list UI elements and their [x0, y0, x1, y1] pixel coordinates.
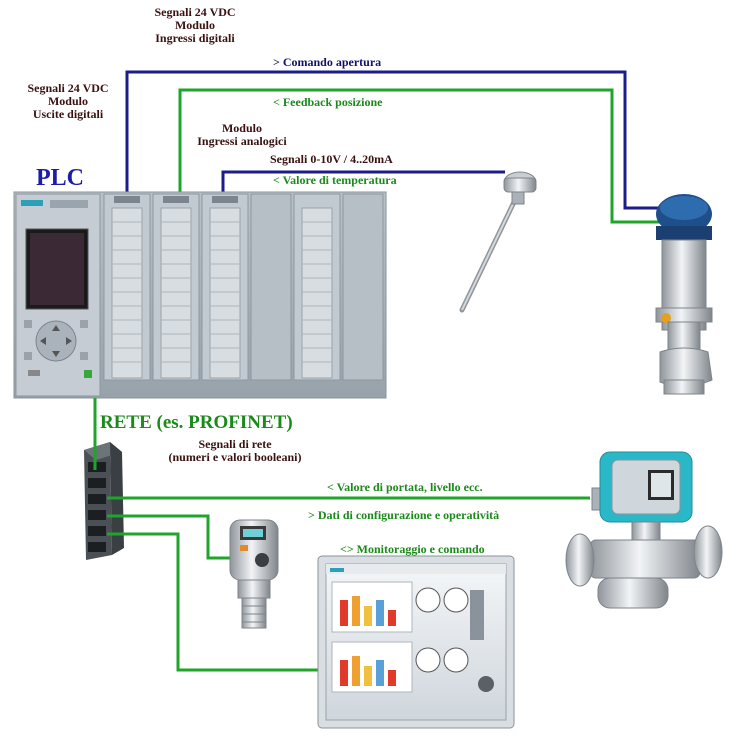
digital-outputs-name-label: Uscite digitali [32, 107, 104, 121]
temperature-value-label: < Valore di temperatura [273, 173, 397, 187]
digital-inputs-name-label: Ingressi digitali [155, 31, 235, 45]
analog-inputs-name-label: Ingressi analogici [197, 134, 287, 148]
plc-rack [13, 191, 387, 399]
wire-command-open [125, 70, 660, 210]
digital-inputs-module-label: Modulo [174, 18, 215, 32]
wire-temperature [221, 170, 505, 193]
wire-network-hmi [107, 532, 318, 672]
network-signals-label: Segnali di rete [198, 437, 272, 451]
feedback-position-label: < Feedback posizione [273, 95, 383, 109]
config-data-label: > Dati di configurazione e operatività [308, 508, 500, 522]
analog-signal-label: Segnali 0-10V / 4..20mA [270, 152, 393, 166]
digital-outputs-caption: Segnali 24 VDC Modulo Uscite digitali [8, 82, 128, 121]
monitoring-label: <> Monitoraggio e comando [340, 542, 485, 556]
flow-value-label: < Valore di portata, livello ecc. [327, 480, 483, 494]
analog-inputs-caption: Modulo Ingressi analogici [182, 122, 302, 148]
digital-inputs-caption: Segnali 24 VDC Modulo Ingressi digitali [140, 6, 250, 45]
hmi-panel-icon [317, 555, 515, 729]
pressure-sensor-icon [229, 519, 279, 629]
network-signals-caption: Segnali di rete (numeri e valori boolean… [150, 438, 320, 464]
temperature-sensor-icon [459, 171, 537, 313]
valve-icon [655, 194, 713, 395]
analog-inputs-module-label: Modulo [221, 121, 262, 135]
network-signals-detail-label: (numeri e valori booleani) [168, 450, 302, 464]
digital-outputs-module-label: Modulo [47, 94, 88, 108]
command-open-label: > Comando apertura [273, 55, 382, 69]
flowmeter-icon [565, 451, 723, 609]
digital-inputs-signal-label: Segnali 24 VDC [154, 5, 236, 19]
network-switch-icon [84, 442, 124, 560]
wire-feedback-position [178, 88, 660, 224]
network-title: RETE (es. PROFINET) [100, 412, 293, 433]
digital-outputs-signal-label: Segnali 24 VDC [27, 81, 109, 95]
plc-title: PLC [36, 165, 84, 191]
